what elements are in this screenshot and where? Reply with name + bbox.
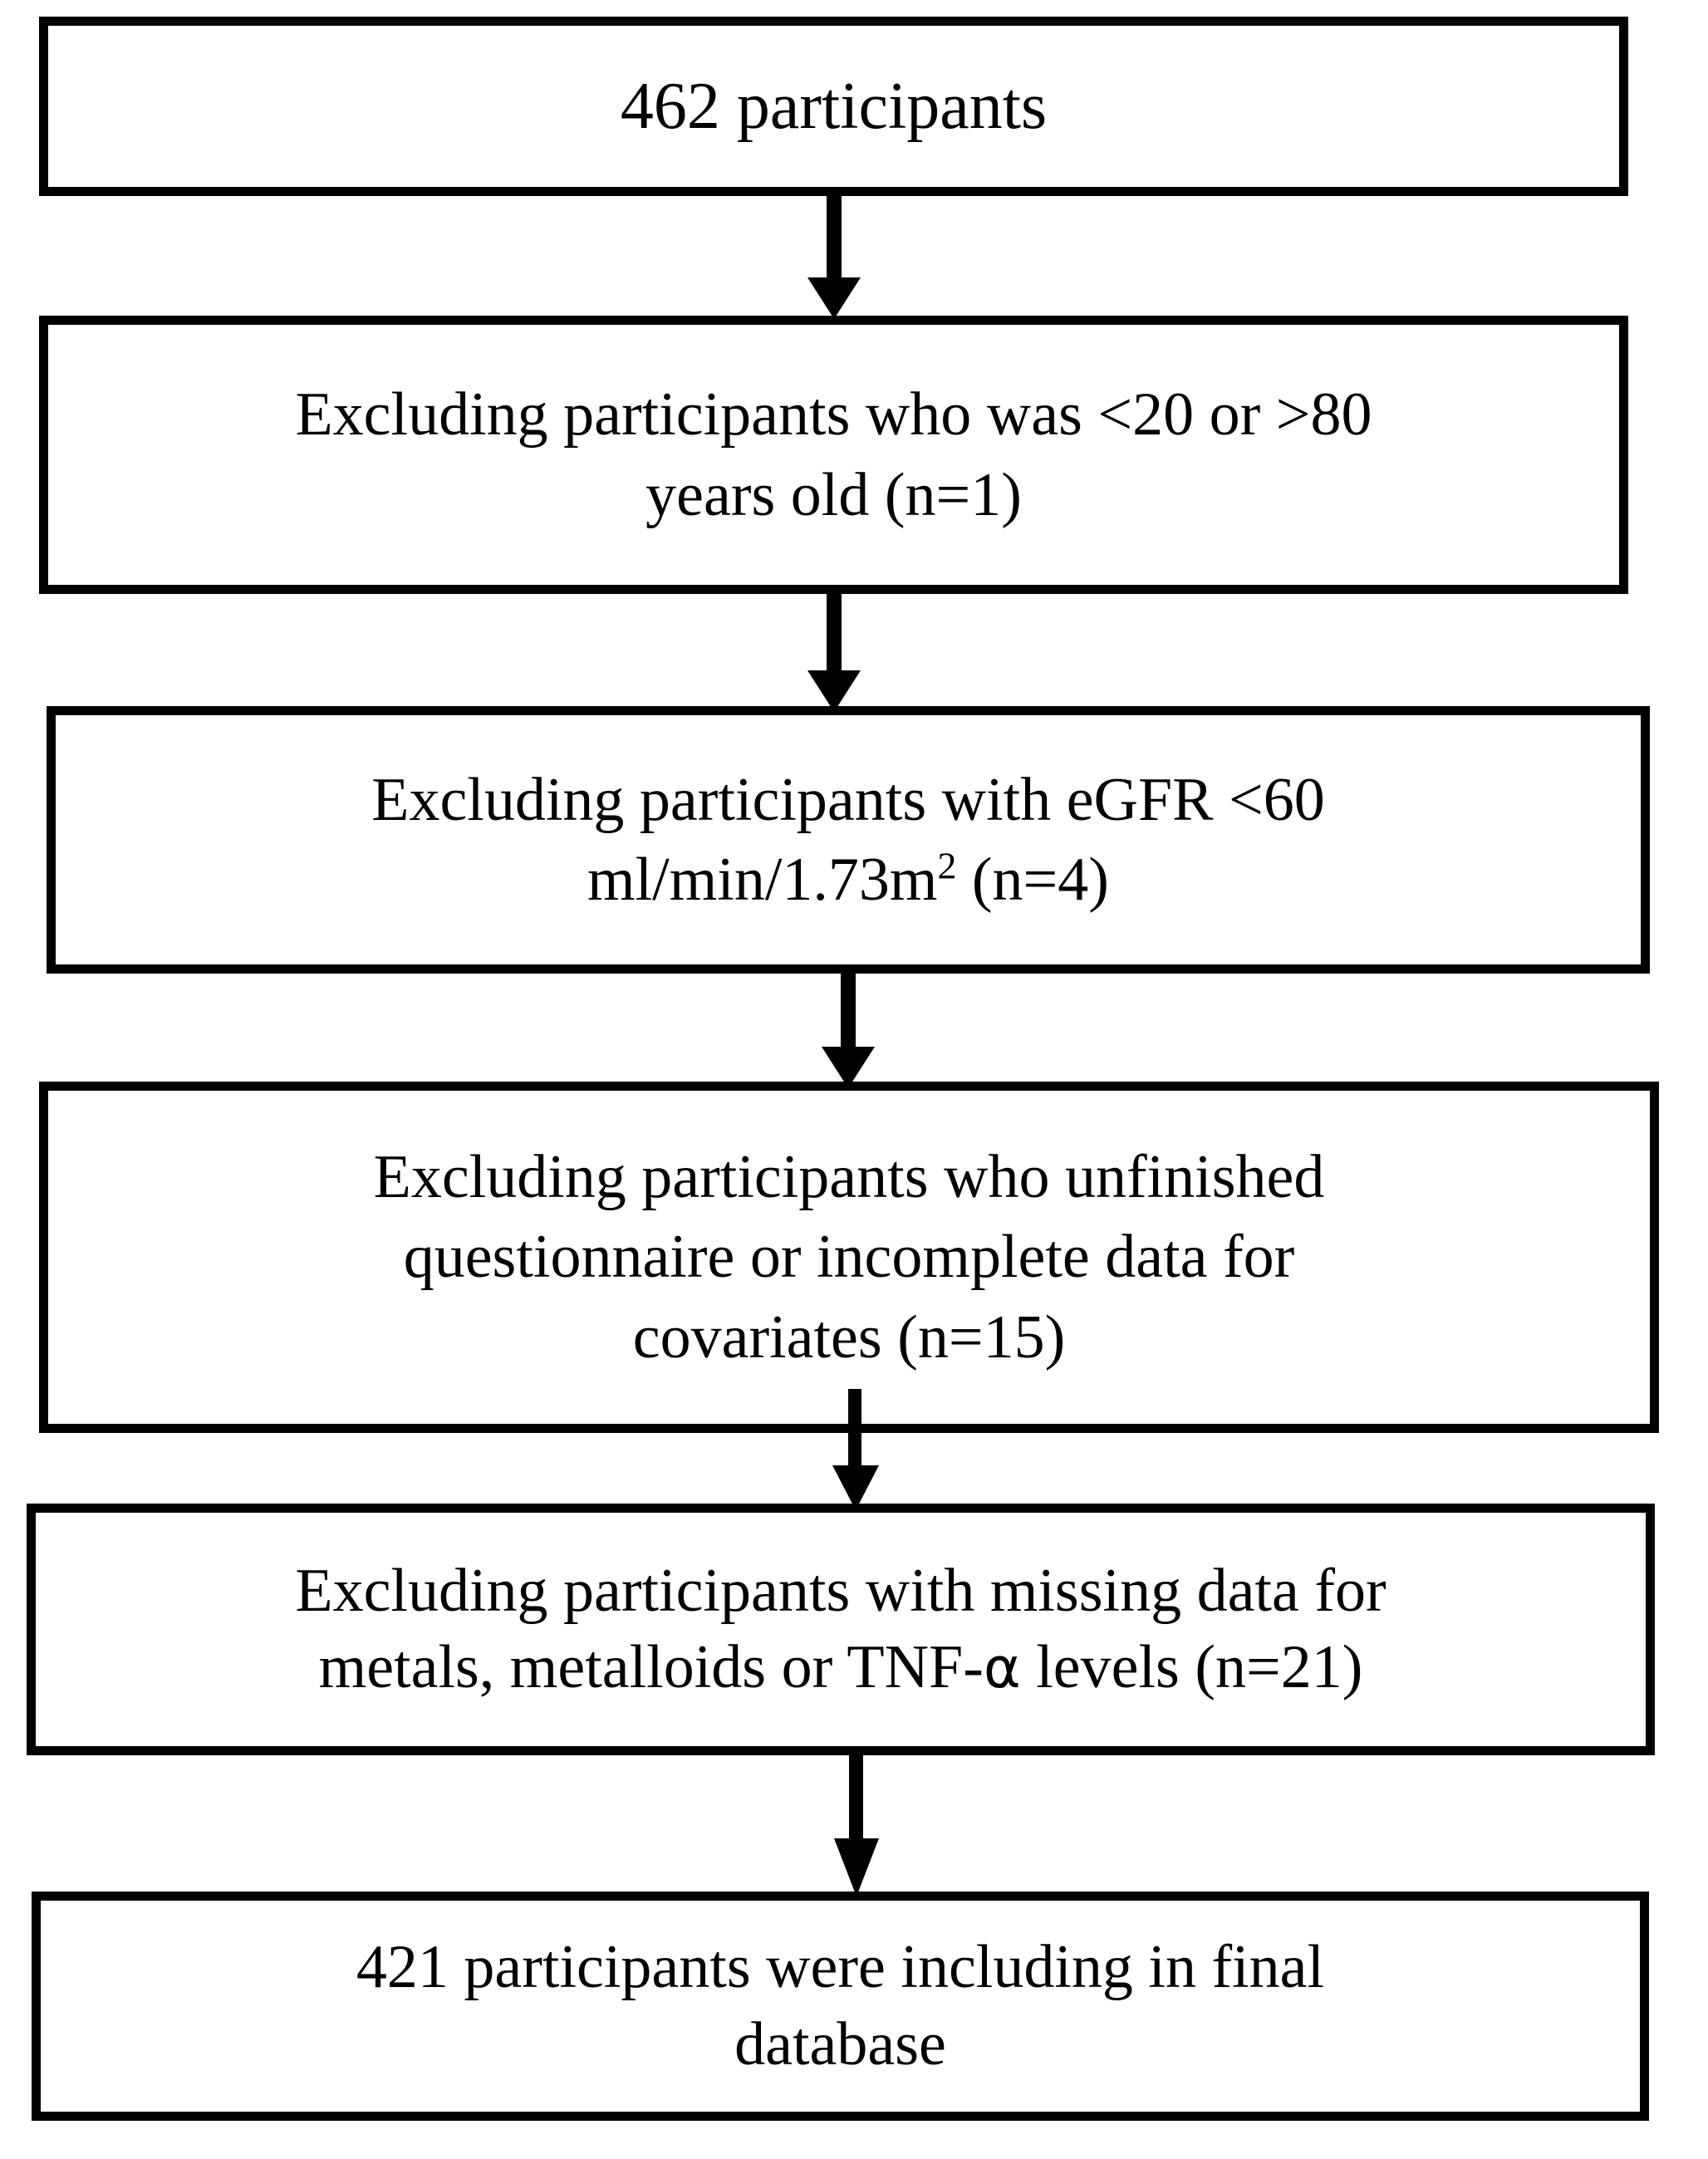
flow-node-final-database: 421 participants were including in final… (32, 1892, 1649, 2121)
flow-node-exclusion-age: Excluding participants who was <20 or >8… (39, 316, 1628, 594)
alpha-symbol: α (983, 1635, 1021, 1701)
node-2-line-2: years old (n=1) (645, 460, 1022, 529)
node-5-line-2-suffix: levels (n=21) (1020, 1632, 1363, 1701)
node-5-line-2-prefix: metals, metalloids or TNF- (318, 1632, 984, 1701)
arrow-node4-to-node5 (831, 1389, 881, 1510)
flow-node-exclusion-egfr: Excluding participants with eGFR <60 ml/… (47, 706, 1650, 974)
node-4-line-3: covariates (n=15) (632, 1303, 1066, 1371)
node-3-text: Excluding participants with eGFR <60 ml/… (56, 760, 1641, 920)
flow-node-exclusion-questionnaire: Excluding participants who unfinished qu… (39, 1082, 1659, 1433)
node-6-line-1: 421 participants were including in final (356, 1932, 1325, 2001)
node-3-line-2: ml/min/1.73m2 (n=4) (587, 846, 1109, 914)
arrow-node2-to-node3 (807, 591, 861, 712)
flow-node-initial-participants: 462 participants (39, 17, 1628, 196)
node-5-line-2: metals, metalloids or TNF-α levels (n=21… (319, 1633, 1363, 1701)
node-2-text: Excluding participants who was <20 or >8… (48, 375, 1619, 534)
node-1-line-1: 462 participants (620, 69, 1048, 143)
flow-node-exclusion-missing-metals: Excluding participants with missing data… (27, 1504, 1655, 1755)
arrow-node1-to-node2 (807, 196, 861, 319)
arrow-node5-to-node6 (831, 1755, 882, 1896)
arrow-node3-to-node4 (821, 970, 876, 1088)
node-4-line-2: questionnaire or incomplete data for (403, 1223, 1295, 1292)
node-3-line-2-count: (n=4) (956, 846, 1109, 914)
node-3-line-1: Excluding participants with eGFR <60 (371, 765, 1325, 834)
node-5-line-1: Excluding participants with missing data… (295, 1556, 1387, 1625)
node-5-text: Excluding participants with missing data… (36, 1553, 1646, 1706)
node-2-line-1: Excluding participants who was <20 or >8… (295, 380, 1372, 449)
node-4-line-1: Excluding participants who unfinished (373, 1143, 1325, 1212)
node-6-line-2: database (734, 2010, 946, 2078)
node-1-text: 462 participants (48, 67, 1619, 145)
node-3-superscript-2: 2 (937, 844, 957, 887)
node-4-text: Excluding participants who unfinished qu… (48, 1137, 1650, 1377)
node-6-text: 421 participants were including in final… (41, 1929, 1640, 2083)
node-3-line-2-value: ml/min/1.73m (587, 846, 938, 914)
